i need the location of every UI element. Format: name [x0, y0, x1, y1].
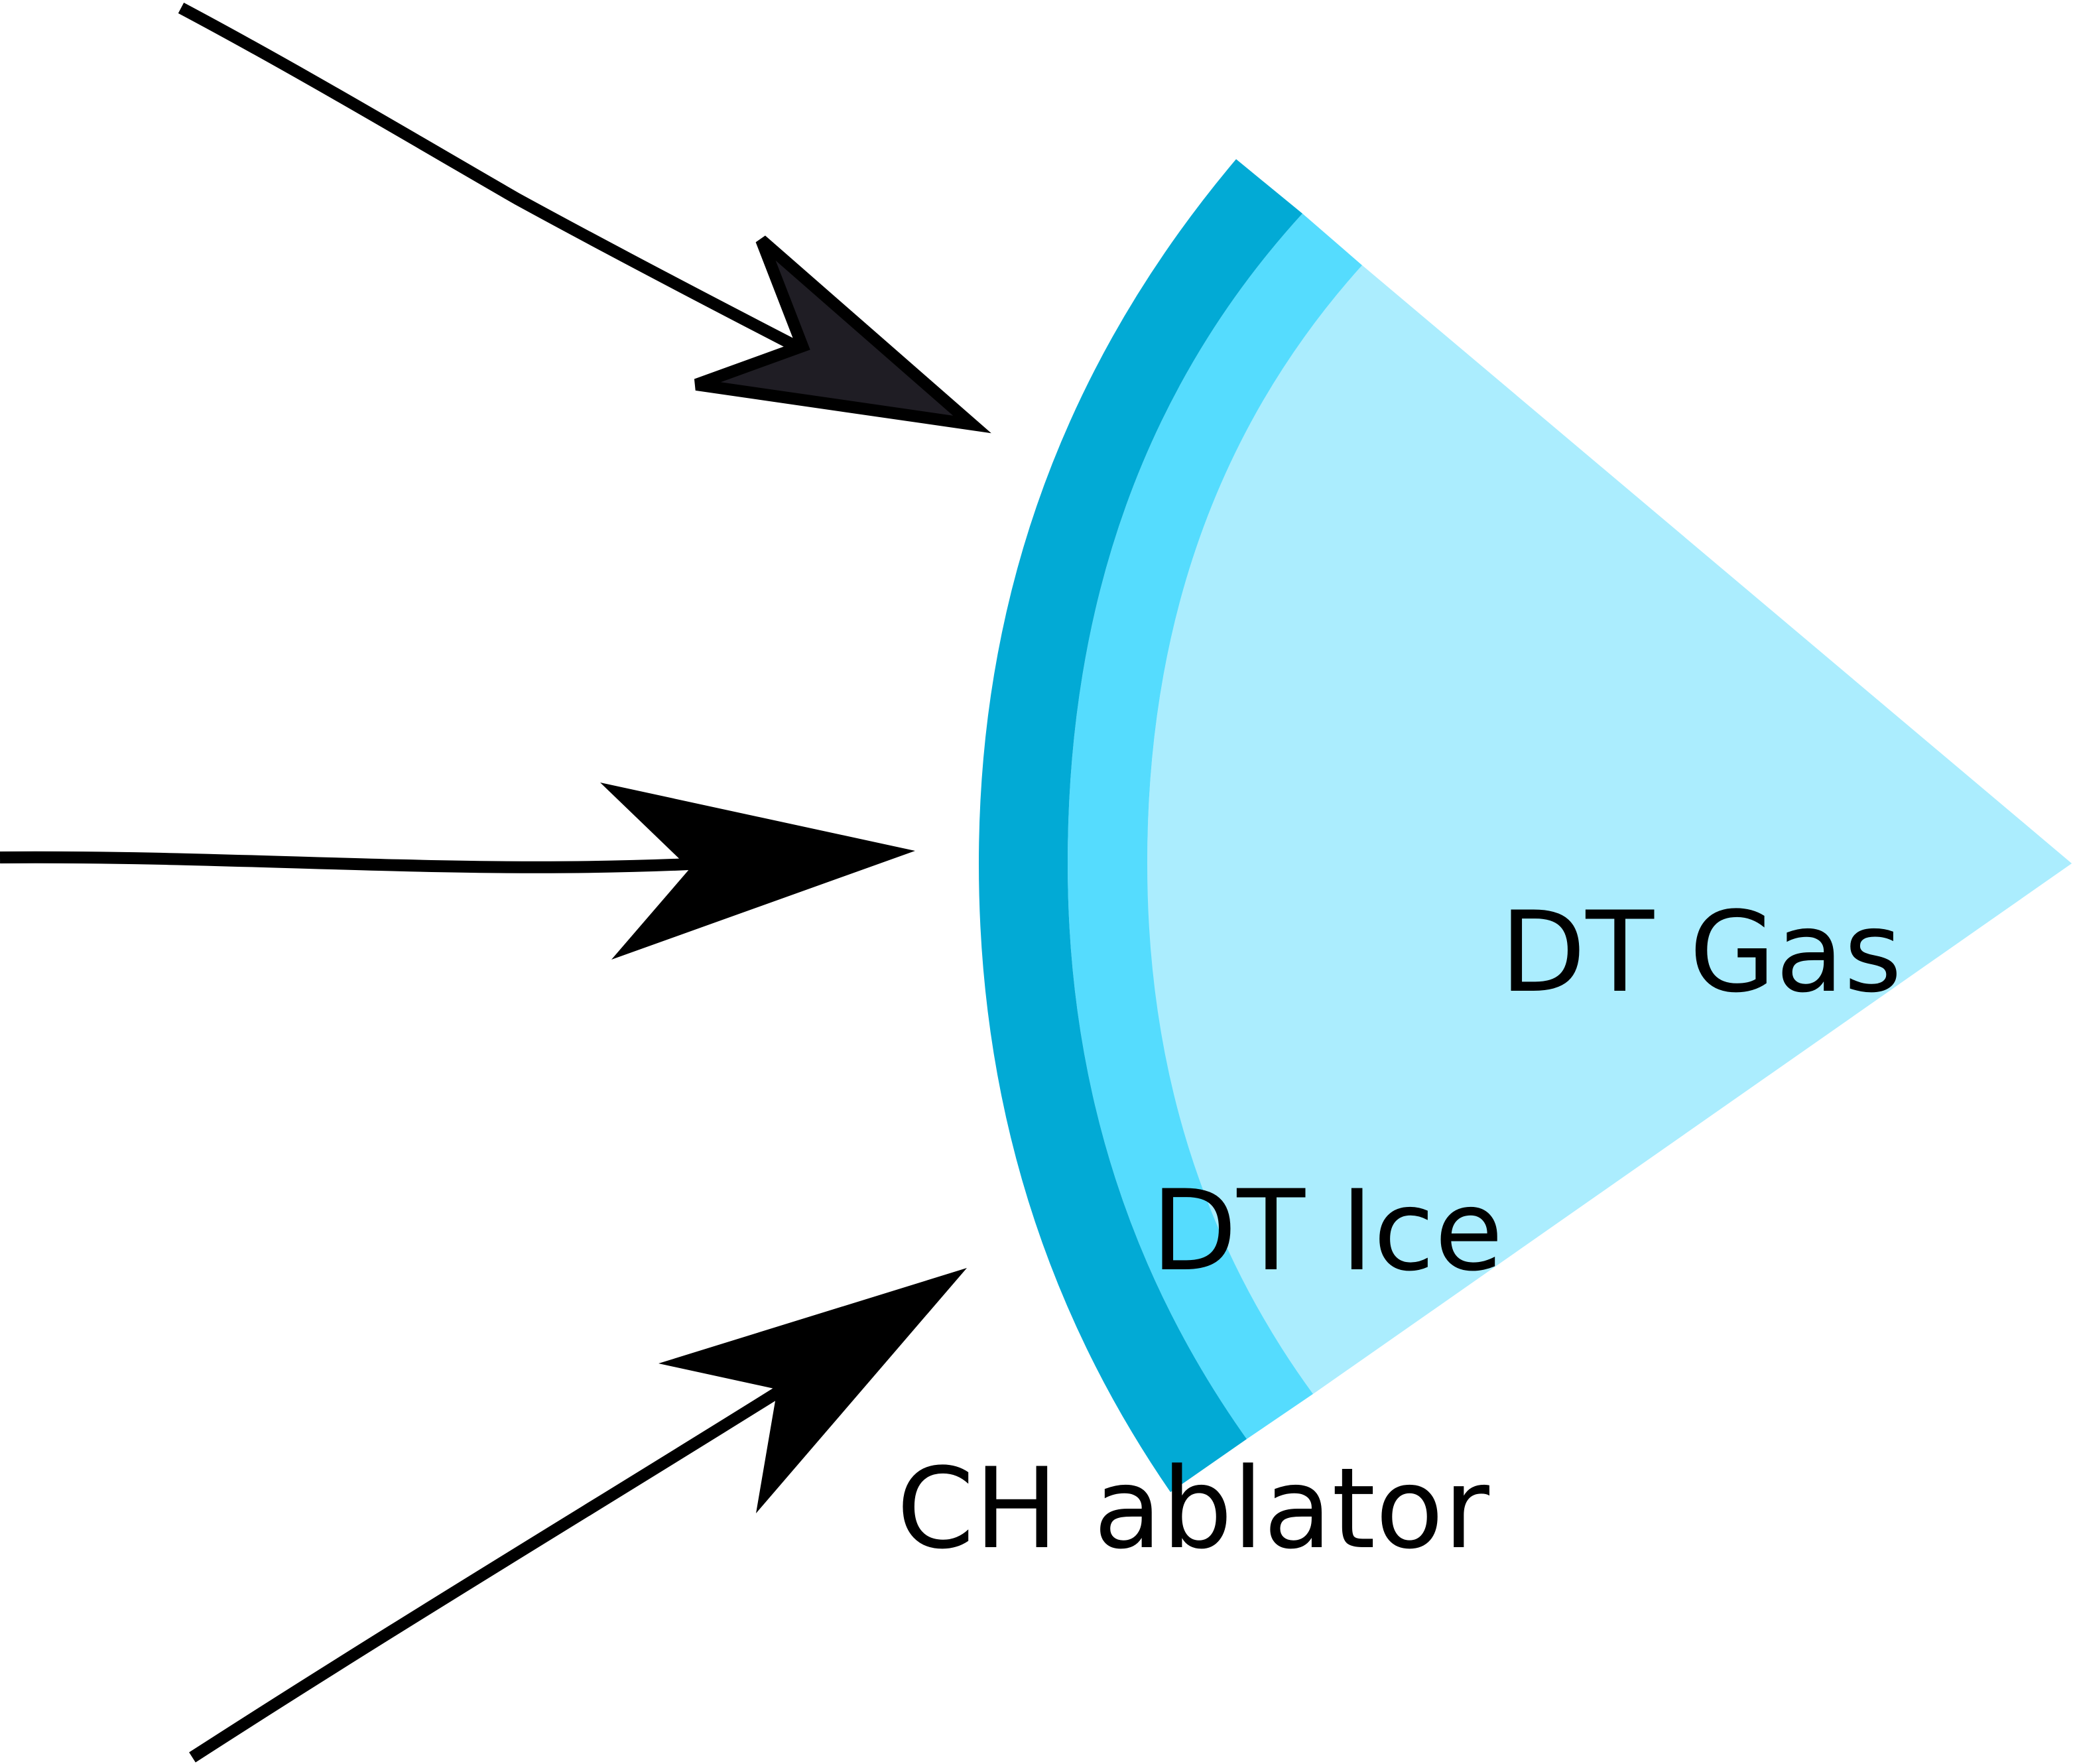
dt-ice-label: DT Ice	[1151, 1166, 1503, 1296]
dt-ice-layer	[1068, 214, 1362, 1439]
arrow-top-shaft	[178, 3, 799, 351]
ch-ablator-label: CH ablator	[897, 1444, 1490, 1574]
arrow-middle-shaft	[0, 851, 704, 873]
arrow-bottom-shaft	[189, 1384, 786, 1763]
ch-ablator-layer	[979, 159, 1302, 1492]
arrow-middle-head	[600, 783, 915, 960]
arrow-top-head	[694, 235, 991, 434]
arrow-bottom-head	[659, 1268, 967, 1513]
dt-gas-fill	[1147, 265, 2072, 1394]
dt-gas-label: DT Gas	[1500, 887, 1902, 1017]
